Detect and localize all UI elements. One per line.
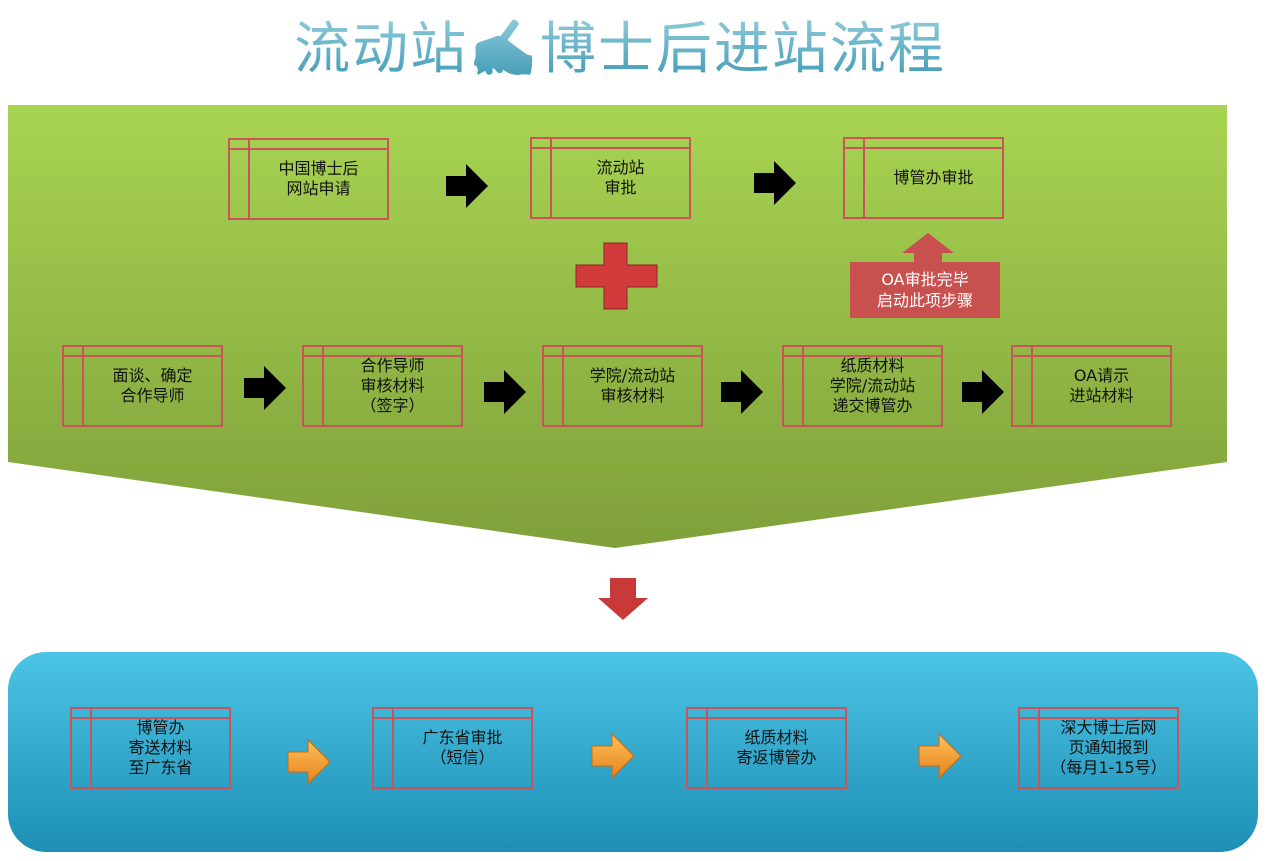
arrow-right-icon (591, 732, 635, 780)
page-title: 流动站✍博士后进站流程 (280, 4, 960, 85)
oa-note: OA审批完毕 启动此项步骤 (850, 262, 1000, 318)
step-box: 纸质材料 寄返博管办 (686, 707, 847, 789)
arrow-right-icon (918, 732, 962, 780)
arrow-right-icon (446, 164, 488, 208)
arrow-right-icon (962, 370, 1004, 414)
step-box: 博管办 寄送材料 至广东省 (70, 707, 231, 789)
orange-arrows (287, 732, 962, 786)
arrow-right-icon (484, 370, 526, 414)
step-box: OA请示 进站材料 (1011, 345, 1172, 427)
arrow-right-icon (244, 366, 286, 410)
step-box: 中国博士后 网站申请 (228, 138, 389, 220)
arrow-right-icon (721, 370, 763, 414)
step-box: 面谈、确定 合作导师 (62, 345, 223, 427)
arrow-right-icon (754, 161, 796, 205)
step-box: 流动站 审批 (530, 137, 691, 219)
step-box: 深大博士后网 页通知报到 （每月1-15号） (1018, 707, 1179, 789)
step-box: 学院/流动站 审核材料 (542, 345, 703, 427)
step-box: 纸质材料 学院/流动站 递交博管办 (782, 345, 943, 427)
plus-icon (575, 242, 658, 310)
green-panel (8, 105, 1227, 548)
black-arrows (244, 161, 1004, 414)
step-box: 博管办审批 (843, 137, 1004, 219)
blue-panel (8, 652, 1258, 852)
up-arrow-icon (902, 233, 954, 263)
down-arrow-icon (598, 578, 648, 620)
step-box: 合作导师 审核材料 （签字） (302, 345, 463, 427)
arrow-right-icon (287, 738, 331, 786)
step-box: 广东省审批 （短信） (372, 707, 533, 789)
